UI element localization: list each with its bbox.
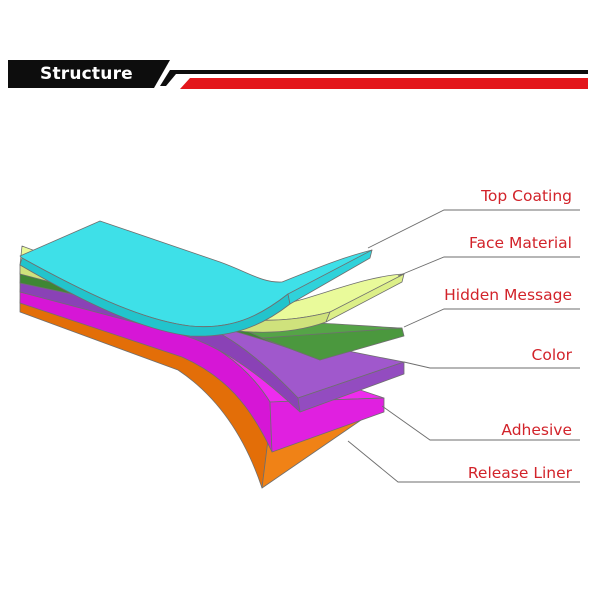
leader-line-face-material: [397, 256, 580, 277]
label-release-liner: Release Liner: [467, 464, 572, 482]
banner-red-stripe: [180, 78, 588, 89]
leader-line-top-coating: [367, 209, 580, 249]
label-color: Color: [531, 346, 572, 364]
label-top-coating: Top Coating: [481, 187, 572, 205]
banner-black-stripe: [160, 70, 588, 86]
adhesive-front: [269, 397, 385, 453]
header-banner: [8, 60, 588, 89]
top-coating-front: [287, 249, 373, 305]
label-adhesive: Adhesive: [501, 421, 572, 439]
banner-black-bar: [8, 60, 170, 88]
hidden-message-front: [261, 327, 405, 361]
face-material-front: [325, 273, 405, 323]
leader-line-hidden-message: [403, 308, 580, 328]
color-front: [297, 361, 405, 413]
leader-line-adhesive: [381, 405, 580, 441]
label-hidden-message: Hidden Message: [444, 286, 572, 304]
leader-line-color: [403, 361, 580, 369]
label-face-material: Face Material: [469, 234, 572, 252]
section-title: Structure: [40, 64, 133, 84]
layer-top-coating: [19, 220, 373, 337]
leader-line-release-liner: [347, 440, 580, 483]
